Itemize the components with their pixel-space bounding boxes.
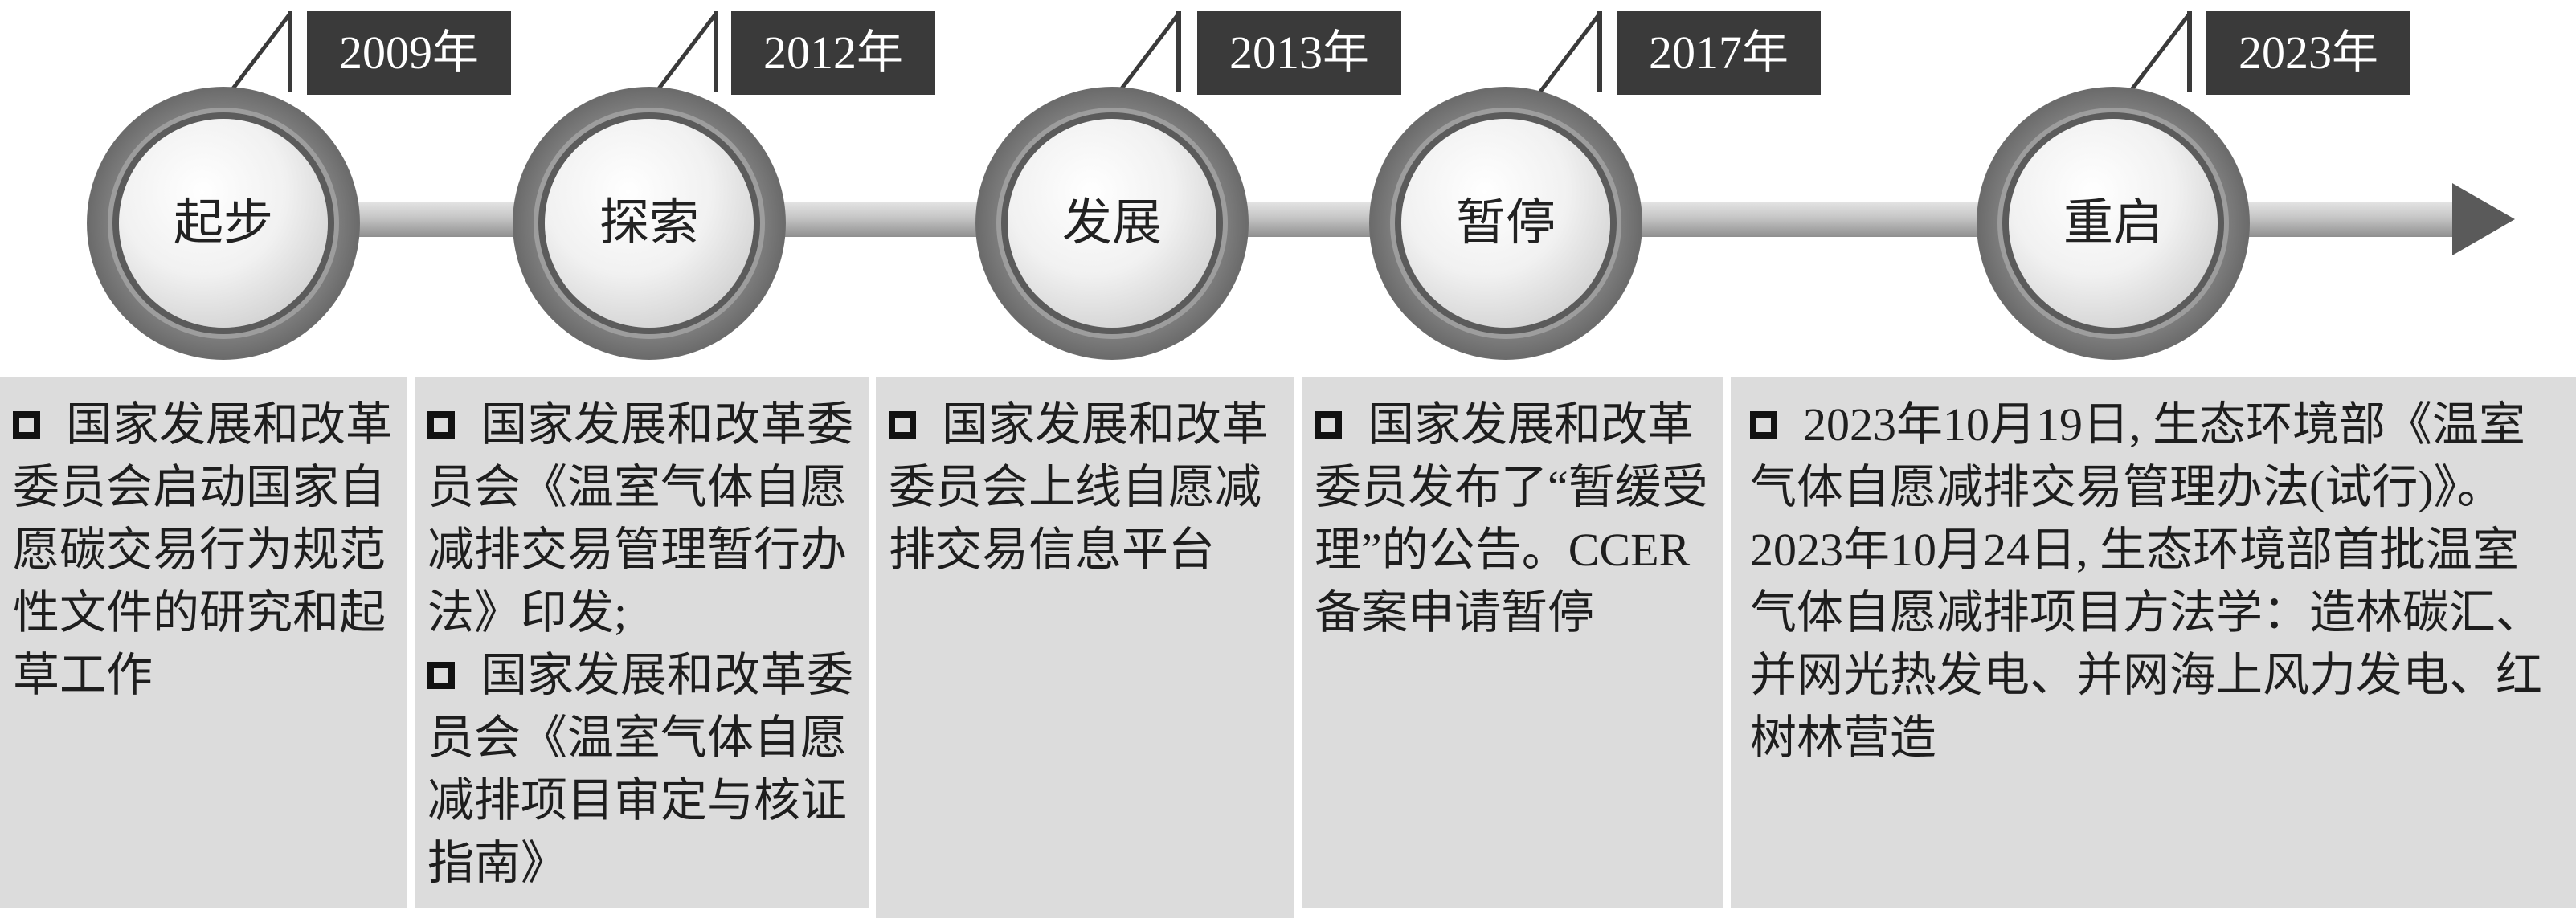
paragraph-text: 国家发展和改革委员会《温室气体自愿减排交易管理暂行办法》印发;: [427, 398, 854, 639]
stage-description-develop: 国家发展和改革委员会上线自愿减排交易信息平台: [876, 377, 1294, 918]
year-pointer-line: [2124, 12, 2191, 100]
year-label-2013: 2013年: [1197, 11, 1401, 95]
description-paragraph: 国家发展和改革委员会上线自愿减排交易信息平台: [889, 394, 1281, 581]
year-pointer-line: [1113, 12, 1180, 100]
stage-label: 起步: [173, 196, 273, 251]
year-label-2017: 2017年: [1617, 11, 1821, 95]
square-bullet-icon: [889, 410, 916, 439]
node-inner: [545, 119, 754, 328]
paragraph-text: 国家发展和改革委员会启动国家自愿碳交易行为规范性文件的研究和起草工作: [13, 398, 393, 701]
year-pointer-line: [224, 12, 292, 100]
paragraph-text: 国家发展和改革委员发布了“暂缓受理”的公告。CCER备案申请暂停: [1315, 398, 1708, 639]
stage-label: 发展: [1061, 196, 1162, 251]
node-inner: [1401, 119, 1610, 328]
stage-node-pause: 暂停: [1369, 87, 1642, 360]
node-inner: [2009, 119, 2218, 328]
square-bullet-icon: [13, 410, 40, 439]
square-bullet-icon: [427, 661, 455, 689]
node-inner: [119, 119, 328, 328]
stage-label: 暂停: [1455, 196, 1556, 251]
axis-arrowhead-icon: [2452, 183, 2515, 255]
year-label-2023: 2023年: [2206, 11, 2410, 95]
stage-description-restart: 2023年10月19日, 生态环境部《温室气体自愿减排交易管理办法(试行)》。2…: [1731, 377, 2576, 908]
description-paragraph: 国家发展和改革委员发布了“暂缓受理”的公告。CCER备案申请暂停: [1315, 394, 1710, 644]
description-paragraph: 国家发展和改革委员会启动国家自愿碳交易行为规范性文件的研究和起草工作: [13, 394, 394, 707]
stage-node-start: 起步: [87, 87, 360, 360]
year-label-2012: 2012年: [731, 11, 935, 95]
stage-label: 重启: [2063, 196, 2163, 251]
paragraph-text: 国家发展和改革委员会《温室气体自愿减排项目审定与核证指南》: [427, 649, 854, 889]
stage-label: 探索: [599, 196, 699, 251]
year-connector: [1597, 11, 1602, 92]
year-connector: [714, 11, 718, 92]
square-bullet-icon: [1750, 410, 1777, 439]
description-paragraph: 2023年10月19日, 生态环境部《温室气体自愿减排交易管理办法(试行)》。2…: [1750, 394, 2563, 769]
stage-node-develop: 发展: [975, 87, 1249, 360]
stage-description-pause: 国家发展和改革委员发布了“暂缓受理”的公告。CCER备案申请暂停: [1302, 377, 1723, 908]
description-paragraph: 国家发展和改革委员会《温室气体自愿减排项目审定与核证指南》: [427, 644, 857, 895]
paragraph-text: 国家发展和改革委员会上线自愿减排交易信息平台: [889, 398, 1269, 576]
stage-node-restart: 重启: [1977, 87, 2250, 360]
stage-node-explore: 探索: [513, 87, 786, 360]
description-paragraph: 国家发展和改革委员会《温室气体自愿减排交易管理暂行办法》印发;: [427, 394, 857, 644]
square-bullet-icon: [1315, 410, 1342, 439]
paragraph-text: 2023年10月19日, 生态环境部《温室气体自愿减排交易管理办法(试行)》。2…: [1750, 398, 2543, 764]
year-pointer-line: [1534, 12, 1601, 100]
square-bullet-icon: [427, 410, 455, 439]
year-label-2009: 2009年: [307, 11, 511, 95]
year-pointer-line: [650, 12, 718, 100]
stage-description-explore: 国家发展和改革委员会《温室气体自愿减排交易管理暂行办法》印发; 国家发展和改革委…: [415, 377, 869, 908]
year-connector: [288, 11, 292, 92]
node-inner: [1008, 119, 1216, 328]
year-connector: [2187, 11, 2192, 92]
year-connector: [1176, 11, 1181, 92]
stage-description-start: 国家发展和改革委员会启动国家自愿碳交易行为规范性文件的研究和起草工作: [0, 377, 407, 908]
